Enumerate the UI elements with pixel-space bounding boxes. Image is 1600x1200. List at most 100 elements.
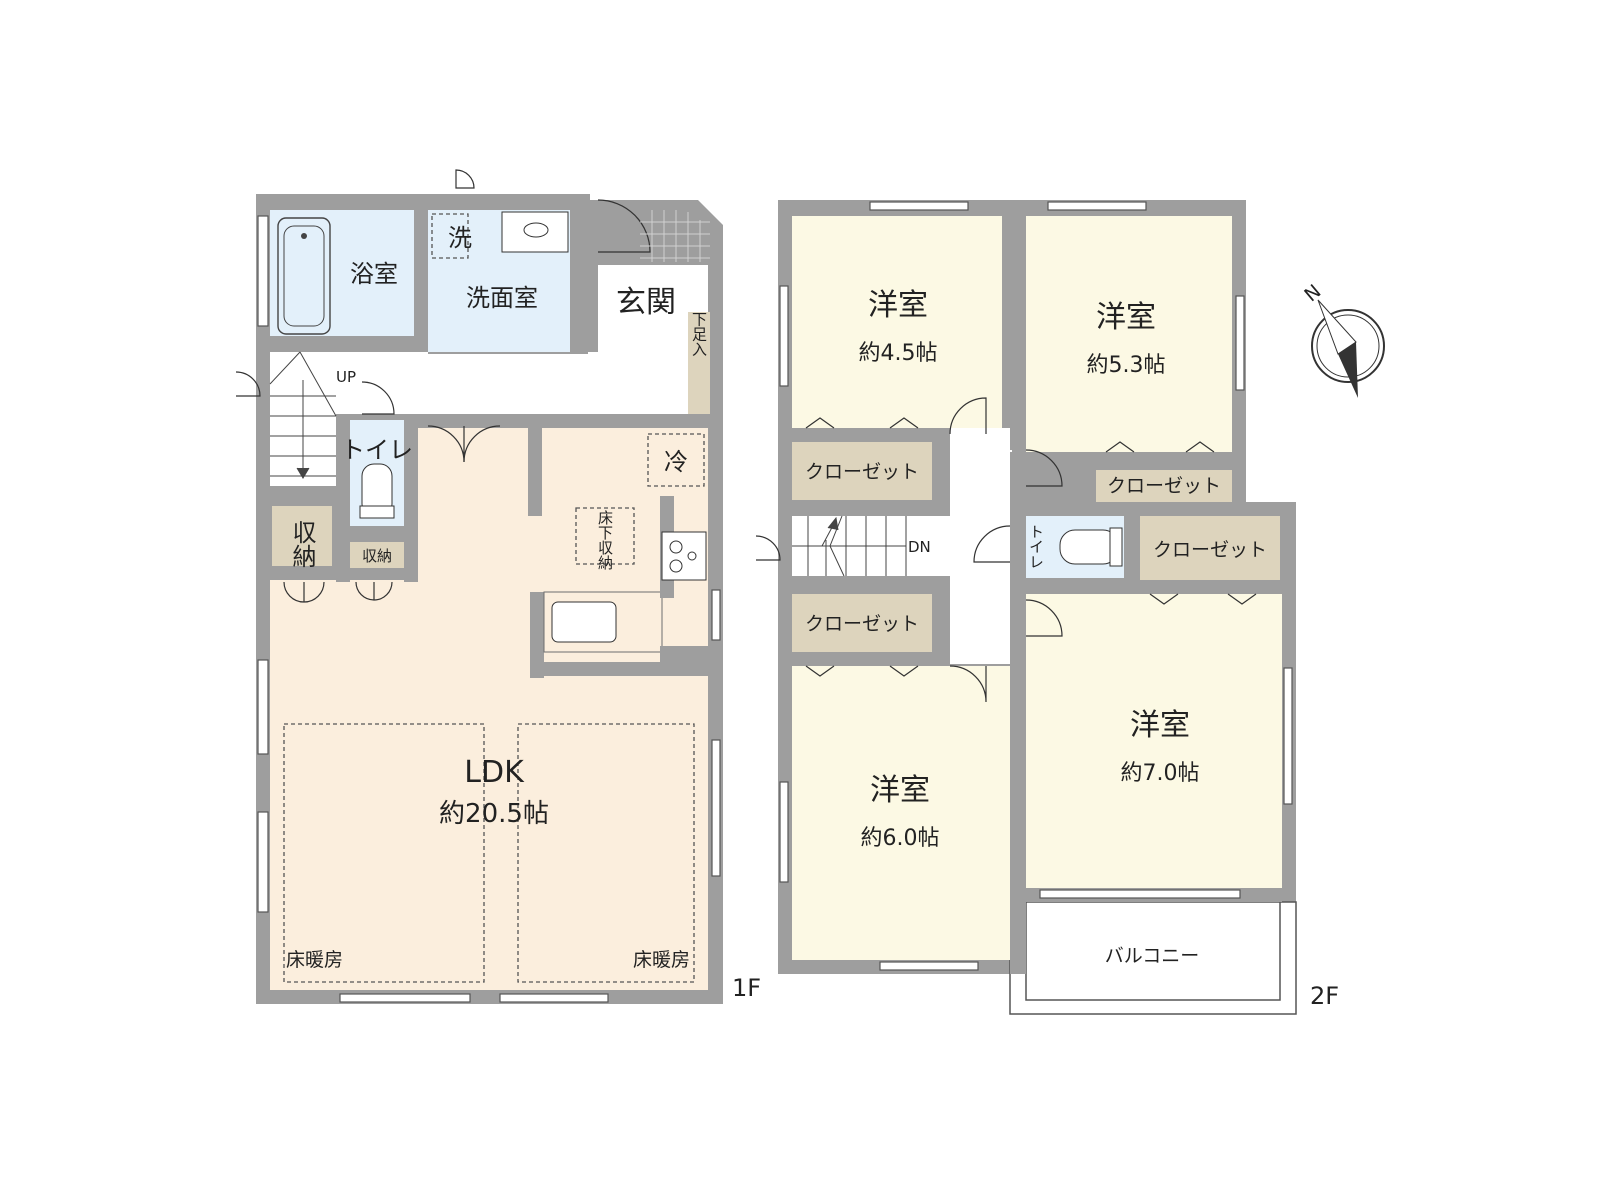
wall-entry-left [586,265,598,352]
room-c-window-left [779,781,789,883]
stairs-up-label: UP [336,368,356,386]
kitchen-window [711,589,721,641]
burner-icon [687,551,697,561]
toilet-tank-2f [1109,527,1123,567]
room-b-floor [1026,216,1232,452]
closet-a-floor [792,442,932,500]
wall-closet-a-right [932,428,950,502]
storage-b-doors[interactable] [355,581,393,601]
wall-wash-bottom [428,352,588,354]
room-a-area: 約4.5帖 [859,341,938,366]
storage-a-label: 収納 [288,520,316,568]
room-a-door[interactable] [949,397,987,435]
ldk-area-label: 約20.5帖 [439,799,549,829]
drain-icon [301,233,307,239]
floor2-label: 2F [1310,982,1339,1010]
floor-2: 洋室 約4.5帖 洋室 約5.3帖 洋室 約6.0帖 洋室 約7.0帖 クローゼ… [755,200,1339,1015]
washroom-label: 洗面室 [466,284,538,312]
room-d-window-right [1283,667,1293,805]
floor-heating-right-label: 床暖房 [633,949,690,971]
toilet-tank [359,505,395,519]
entrance-door[interactable] [597,199,651,253]
wall-closet-d-bottom [1140,580,1282,594]
ldk-window-bottom-left [339,993,471,1003]
compass-north-label: N [1300,280,1325,306]
stairs-2f [792,515,907,577]
room-d-door[interactable] [1025,599,1063,637]
room-b-window-top [1047,201,1147,211]
washer-label: 洗 [448,224,472,252]
room-c-floor [792,666,1010,960]
room-b-door[interactable] [1025,449,1063,487]
bath-window [257,215,269,327]
bathtub-inner [283,225,325,327]
toilet-label-2f: トイレ [1027,524,1045,569]
storage-a-floor [272,506,332,566]
room-d-floor [1026,594,1282,888]
shoe-storage-floor [688,312,710,414]
balcony-label: バルコニー [1105,945,1200,967]
kitchen-sink [551,601,617,643]
ldk-window-bottom-right [499,993,609,1003]
toilet-bowl-2f [1059,529,1119,565]
underfloor-storage-label: 床下収納 [596,510,614,571]
room-b-window-right [1235,295,1245,391]
wall-stairs-top [792,500,950,516]
ldk-window-left-top [257,659,269,755]
room-d-name: 洋室 [1130,708,1190,743]
burner-icon [669,540,683,554]
wall-storage-top [270,490,336,504]
wall-room-c-d [1010,664,1026,974]
wall-toilet-2f-right [1124,516,1140,594]
toilet-label-1f: トイレ [341,436,413,464]
kitchen-wall-bottom [660,646,708,662]
room-d-window-bottom [1039,889,1241,899]
room-b-area: 約5.3帖 [1087,353,1166,378]
room-c-name: 洋室 [870,773,930,808]
ldk-window-right [711,739,721,877]
wall-ldk-top-left [418,414,528,428]
fridge-label: 冷 [664,448,688,476]
hall-floor-1f [270,352,688,414]
storage-a-doors[interactable] [283,581,325,603]
wall-bath-wash [414,200,428,352]
burner-icon [669,559,683,573]
wall-ldk-top-right [542,414,708,428]
ldk-door-right[interactable] [463,425,501,463]
toilet-door-1f[interactable] [361,381,395,415]
room-c-door[interactable] [949,665,987,703]
kitchen-counter-wall [530,662,708,676]
floor-1: 浴室 洗面室 洗 玄関 下足入 UP トイレ 収納 収納 冷 床下収納 LDK … [235,169,761,1004]
bathtub [277,217,331,335]
washer-space [431,213,469,259]
floor-heating-left-label: 床暖房 [286,949,343,971]
wall-wash-entry [570,200,586,352]
hall-2f-side-door[interactable] [755,535,781,561]
ldk-window-left-bottom [257,811,269,913]
room-a-window-left [779,285,789,387]
hall-side-door[interactable] [235,371,261,397]
room-b-name: 洋室 [1096,300,1156,335]
wall-stairs-bottom [792,576,950,594]
stairs-down-label: DN [908,538,931,556]
ldk-floor [270,414,708,990]
balcony-inner [1025,901,1281,1001]
wall-toilet-right [404,414,418,582]
closet-b-floor [1096,470,1232,502]
wall-storage-bottom [270,566,332,580]
basin-icon [523,222,549,238]
wall-storage-b-top [350,528,404,542]
entrance-tile-pattern [640,210,710,262]
washroom-exterior-door[interactable] [455,169,475,189]
wall-toilet-2f-top [1026,502,1140,516]
toilet-2f-door[interactable] [973,525,1011,563]
closet-doors[interactable] [805,417,1257,677]
wall-toilet-2f-bottom [1026,578,1124,594]
north-compass: N [1300,280,1385,398]
ldk-name-label: LDK [464,755,525,790]
room-a-window-top [869,201,969,211]
bath-label: 浴室 [350,260,398,288]
fridge-space [647,433,705,487]
floor-heating-right-area [517,723,695,983]
